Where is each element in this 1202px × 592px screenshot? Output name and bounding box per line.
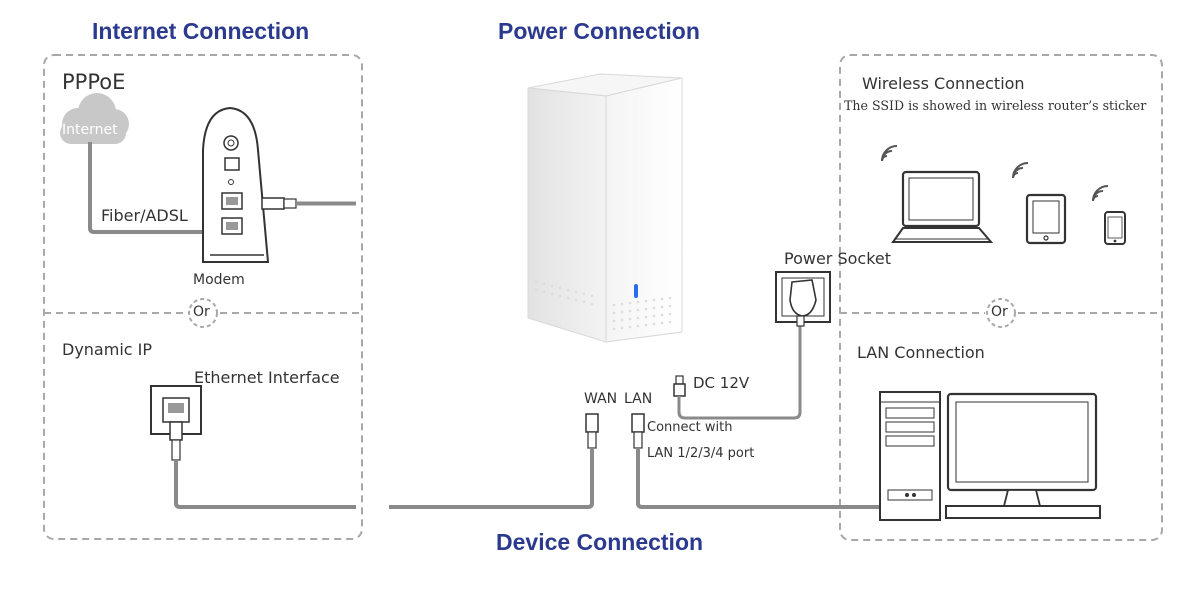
- wifi-signal-icon: [881, 145, 1109, 202]
- or-badge-left: [188, 298, 218, 328]
- modem-icon: [202, 106, 270, 263]
- phone-icon: [1104, 211, 1126, 245]
- device-connection-heading: Device Connection: [496, 529, 704, 555]
- lan-label: LAN: [624, 391, 653, 407]
- dynamic-ip-label: Dynamic IP: [62, 340, 153, 359]
- tablet-icon: [1025, 193, 1067, 245]
- ethernet-wall-plate-icon: [150, 385, 356, 509]
- lan-connection-label: LAN Connection: [857, 343, 985, 362]
- ssid-note-label: The SSID is showed in wireless router’s …: [844, 98, 1147, 113]
- wan-plug: [389, 413, 599, 509]
- connect-with-label: Connect with: [647, 420, 733, 435]
- router-icon: [527, 73, 683, 343]
- cloud-icon: [60, 93, 129, 144]
- ethernet-interface-label: Ethernet Interface: [194, 368, 340, 387]
- or-label-left: Or: [193, 304, 210, 320]
- router-led: [634, 284, 638, 298]
- power-socket-icon: [775, 271, 831, 327]
- internet-panel-border: [43, 54, 363, 540]
- lan-port-label: LAN 1/2/3/4 port: [647, 446, 755, 461]
- dc-12v-label: DC 12V: [693, 374, 750, 392]
- or-label-right: Or: [991, 304, 1008, 320]
- lan-plug: [631, 413, 880, 509]
- fiber-cable: [88, 142, 220, 234]
- wireless-connection-label: Wireless Connection: [862, 74, 1025, 93]
- laptop-icon: [891, 170, 994, 243]
- device-panel-border: [839, 54, 1163, 541]
- modem-label: Modem: [193, 272, 245, 288]
- power-socket-label: Power Socket: [784, 249, 892, 268]
- pppoe-label: PPPoE: [62, 70, 126, 94]
- wan-label: WAN: [584, 391, 618, 407]
- cloud-label: Internet: [62, 122, 118, 138]
- dc-power-plug: [673, 326, 802, 420]
- internet-connection-heading: Internet Connection: [92, 18, 310, 44]
- fiber-adsl-label: Fiber/ADSL: [101, 206, 188, 225]
- monitor-icon: [945, 392, 1101, 519]
- pc-tower-icon: [879, 391, 941, 521]
- modem-ethernet-plug: [261, 197, 356, 210]
- or-badge-right: [986, 298, 1016, 328]
- power-connection-heading: Power Connection: [498, 18, 700, 44]
